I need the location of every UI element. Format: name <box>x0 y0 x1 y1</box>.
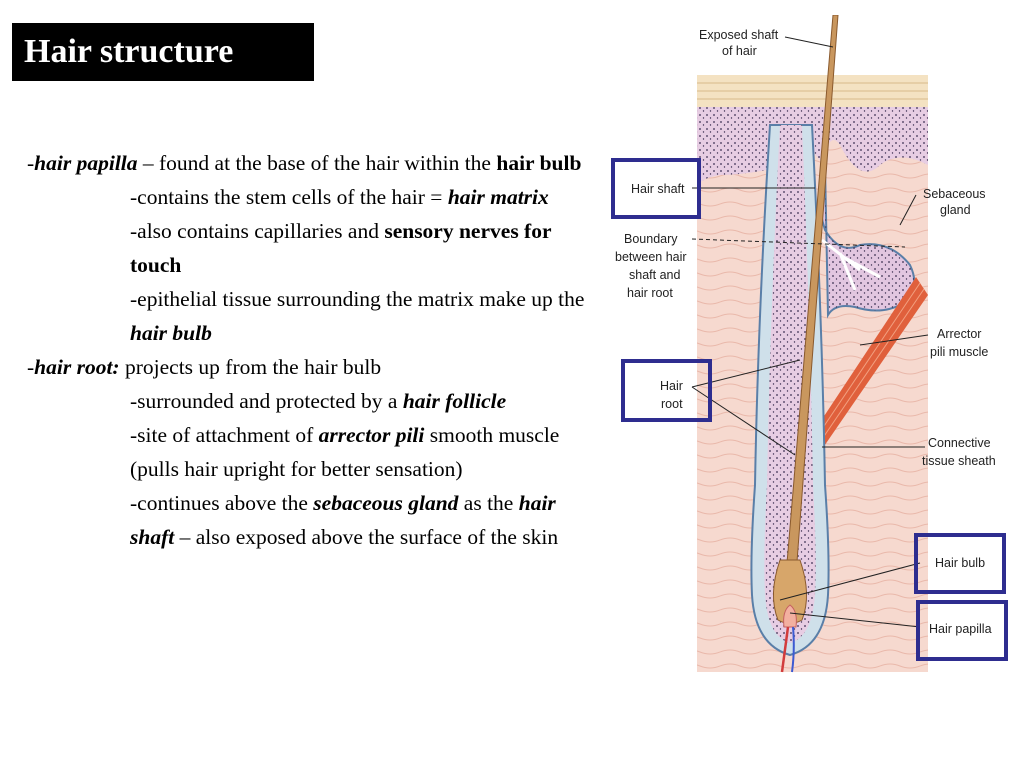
label-connective-1: Connective <box>928 436 991 450</box>
key-term: hair follicle <box>402 389 507 413</box>
highlight-box-hair-papilla <box>916 600 1008 661</box>
highlight-box-hair-root <box>621 359 712 422</box>
capillary-blue <box>791 626 795 673</box>
sub-point: -contains the stem cells of the hair = h… <box>27 180 602 214</box>
leader-sebaceous <box>899 194 917 226</box>
text-run: -epithelial tissue surrounding the matri… <box>130 287 585 311</box>
text-run: - <box>27 355 35 379</box>
key-term: hair shaft <box>130 491 556 549</box>
key-term: hair bulb <box>496 151 582 175</box>
text-run: -contains the stem cells of the hair = <box>130 185 448 209</box>
leader-boundary <box>691 238 906 248</box>
key-term: hair bulb <box>130 321 212 345</box>
label-arrector-1: Arrector <box>937 327 981 341</box>
text-run: as the <box>458 491 519 515</box>
sub-point: -surrounded and protected by a hair foll… <box>27 384 602 418</box>
leader-hair-papilla <box>789 612 921 628</box>
corneum-lines <box>697 82 928 100</box>
main-point: -hair papilla – found at the base of the… <box>27 146 602 180</box>
arrector-pili-striation <box>809 282 925 452</box>
key-term: arrector pili <box>318 423 425 447</box>
text-run: smooth muscle (pulls hair upright for be… <box>130 423 560 481</box>
label-arrector-2: pili muscle <box>930 345 988 359</box>
capillary-red <box>780 626 790 673</box>
key-term: sensory nerves for touch <box>130 219 552 277</box>
text-run: -site of attachment of <box>130 423 319 447</box>
text-run: – found at the base of the hair within t… <box>137 151 497 175</box>
main-point: -hair root: projects up from the hair bu… <box>27 350 602 384</box>
text-run: -continues above the <box>130 491 314 515</box>
label-boundary-4: hair root <box>627 286 673 300</box>
key-term: sebaceous gland <box>313 491 459 515</box>
label-hair-root-2: root <box>661 397 683 411</box>
label-exposed-shaft-2: of hair <box>722 44 757 58</box>
arrector-pili-muscle <box>805 277 928 455</box>
label-connective-2: tissue sheath <box>922 454 996 468</box>
sub-point: -epithelial tissue surrounding the matri… <box>27 282 602 350</box>
sebaceous-gland-dots <box>820 165 915 315</box>
leader-arrector <box>859 334 929 346</box>
hair-papilla <box>783 604 797 628</box>
root-sheath-dots <box>764 125 816 643</box>
text-run: -also contains capillaries and <box>130 219 385 243</box>
highlight-box-hair-shaft <box>611 158 701 219</box>
highlight-box-hair-bulb <box>914 533 1006 594</box>
label-hair-root-1: Hair <box>660 379 683 393</box>
label-hair-shaft: Hair shaft <box>631 182 685 196</box>
sub-point: -continues above the sebaceous gland as … <box>27 486 602 554</box>
key-term: hair root: <box>34 355 120 379</box>
label-boundary-2: between hair <box>615 250 687 264</box>
label-sebaceous-2: gland <box>940 203 971 217</box>
label-hair-bulb: Hair bulb <box>935 556 985 570</box>
sebaceous-duct <box>821 238 881 291</box>
key-term: hair matrix <box>447 185 549 209</box>
sub-point: -also contains capillaries and sensory n… <box>27 214 602 282</box>
sub-point: -site of attachment of arrector pili smo… <box>27 418 602 486</box>
hair-diagram-svg: Exposed shaft of hair Hair shaft Sebaceo… <box>611 15 1008 673</box>
label-boundary-1: Boundary <box>624 232 678 246</box>
slide-title: Hair structure <box>12 23 314 81</box>
body-text: -hair papilla – found at the base of the… <box>27 146 602 554</box>
label-boundary-3: shaft and <box>629 268 680 282</box>
label-exposed-shaft-1: Exposed shaft <box>699 28 779 42</box>
label-sebaceous-1: Sebaceous <box>923 187 986 201</box>
leader-exposed-shaft <box>784 36 834 48</box>
text-run: -surrounded and protected by a <box>130 389 403 413</box>
text-run: - <box>27 151 35 175</box>
label-hair-papilla: Hair papilla <box>929 622 992 636</box>
leader-hair-bulb <box>779 562 921 601</box>
hair-structure-diagram: Exposed shaft of hair Hair shaft Sebaceo… <box>600 15 1024 675</box>
key-term: hair papilla <box>34 151 138 175</box>
text-run: – also exposed above the surface of the … <box>174 525 559 549</box>
text-run: projects up from the hair bulb <box>119 355 382 379</box>
